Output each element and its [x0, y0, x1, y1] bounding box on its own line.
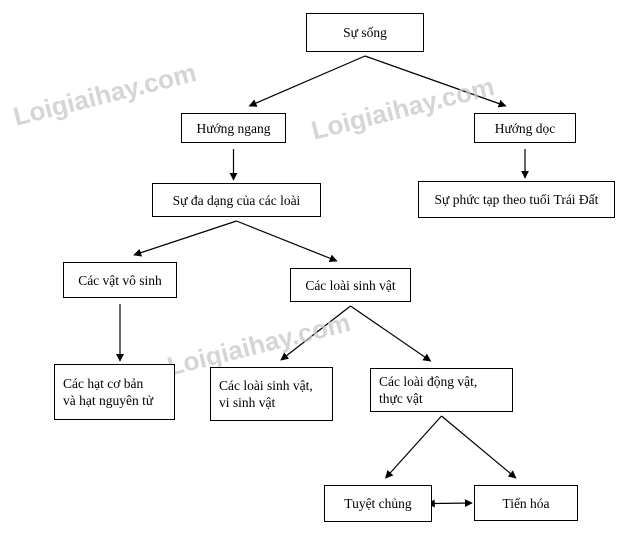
node-vi-sinh-vat: Các loài sinh vật, vi sinh vật	[210, 367, 333, 421]
edge-arrow-dong-thuc-vat-to-tien-hoa	[441, 415, 517, 479]
node-tien-hoa: Tiến hóa	[474, 485, 578, 521]
node-label: Sự phức tạp theo tuổi Trái Đất	[434, 192, 599, 207]
edge-arrow-su-song-to-huong-doc	[364, 55, 507, 108]
node-label: Sự đa dạng của các loài	[172, 192, 301, 208]
node-label-line: vi sinh vật	[219, 395, 276, 410]
node-label: Hướng ngang	[196, 120, 271, 136]
node-label: Sự sống	[343, 25, 387, 40]
node-su-da-dang: Sự đa dạng của các loài	[152, 183, 321, 217]
node-label-line: Các hạt cơ bản	[63, 376, 144, 391]
node-label: Các loài sinh vật	[305, 277, 396, 293]
node-label: Tiến hóa	[502, 495, 550, 511]
node-label: Hướng dọc	[494, 120, 556, 136]
node-label: Các vật vô sinh	[78, 272, 162, 288]
edge-arrow-dong-thuc-vat-to-tuyet-chung	[385, 415, 442, 479]
edge-arrow-loai-sinh-vat-to-dong-thuc-vat	[350, 305, 432, 362]
node-dong-thuc-vat: Các loài động vật, thực vật	[370, 368, 513, 412]
node-vat-vo-sinh: Các vật vô sinh	[63, 262, 177, 298]
node-tuyet-chung: Tuyệt chủng	[324, 485, 432, 522]
node-label-line: thực vật	[379, 391, 423, 406]
node-su-song: Sự sống	[306, 13, 424, 52]
edge-arrow-da-dang-to-loai-sinh-vat	[236, 220, 338, 263]
node-label-line: và hạt nguyên tử	[63, 393, 154, 408]
node-su-phuc-tap: Sự phức tạp theo tuổi Trái Đất	[418, 181, 615, 218]
edge-arrow-da-dang-to-vat-vo-sinh	[133, 220, 237, 257]
node-huong-ngang: Hướng ngang	[181, 113, 286, 143]
edge-arrow-tuyet-chung-to-tien-hoa	[426, 499, 473, 508]
node-label: Tuyệt chủng	[344, 496, 412, 511]
node-loai-sinh-vat: Các loài sinh vật	[290, 268, 411, 302]
node-huong-doc: Hướng dọc	[474, 113, 576, 143]
node-hat-co-ban: Các hạt cơ bản và hạt nguyên tử	[54, 364, 175, 420]
edge-arrow-su-song-to-huong-ngang	[248, 55, 366, 107]
edge-arrow-loai-sinh-vat-to-vi-sinh-vat	[280, 305, 351, 361]
node-label-line: Các loài sinh vật,	[219, 378, 313, 393]
node-label-line: Các loài động vật,	[379, 374, 478, 389]
